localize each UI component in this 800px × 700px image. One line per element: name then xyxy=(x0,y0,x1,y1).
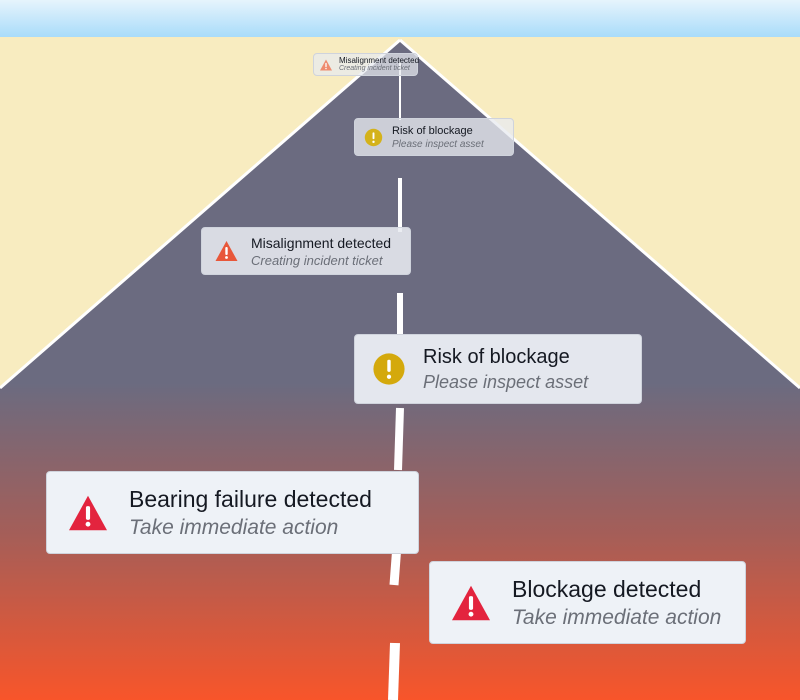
alert-title: Misalignment detected xyxy=(339,56,420,65)
alert-card[interactable]: Blockage detected Take immediate action xyxy=(429,561,746,644)
warning-triangle-icon xyxy=(319,59,333,71)
alert-subtitle: Take immediate action xyxy=(512,605,722,629)
alert-title: Bearing failure detected xyxy=(129,485,372,512)
alert-subtitle: Creating incident ticket xyxy=(339,65,410,72)
alert-card[interactable]: Misalignment detected Creating incident … xyxy=(201,227,411,275)
sky xyxy=(0,0,800,37)
warning-triangle-icon xyxy=(214,240,239,262)
exclamation-circle-icon xyxy=(364,128,383,147)
road-edge-right xyxy=(399,38,800,390)
alert-card[interactable]: Risk of blockage Please inspect asset xyxy=(354,118,514,156)
exclamation-circle-icon xyxy=(372,352,406,386)
alert-title: Risk of blockage xyxy=(392,124,473,137)
alert-title: Blockage detected xyxy=(512,575,702,602)
alert-title: Misalignment detected xyxy=(251,234,392,251)
alert-title: Risk of blockage xyxy=(423,346,570,368)
alert-subtitle: Creating incident ticket xyxy=(251,252,383,268)
alert-subtitle: Please inspect asset xyxy=(423,372,589,392)
alert-card[interactable]: Bearing failure detected Take immediate … xyxy=(46,471,419,554)
road-edge-left xyxy=(0,38,401,390)
alert-subtitle: Please inspect asset xyxy=(392,138,484,150)
alert-subtitle: Take immediate action xyxy=(129,515,339,539)
alert-card[interactable]: Risk of blockage Please inspect asset xyxy=(354,334,642,404)
warning-triangle-icon xyxy=(450,584,492,622)
alert-card[interactable]: Misalignment detected Creating incident … xyxy=(313,53,420,76)
warning-triangle-icon xyxy=(67,494,109,532)
